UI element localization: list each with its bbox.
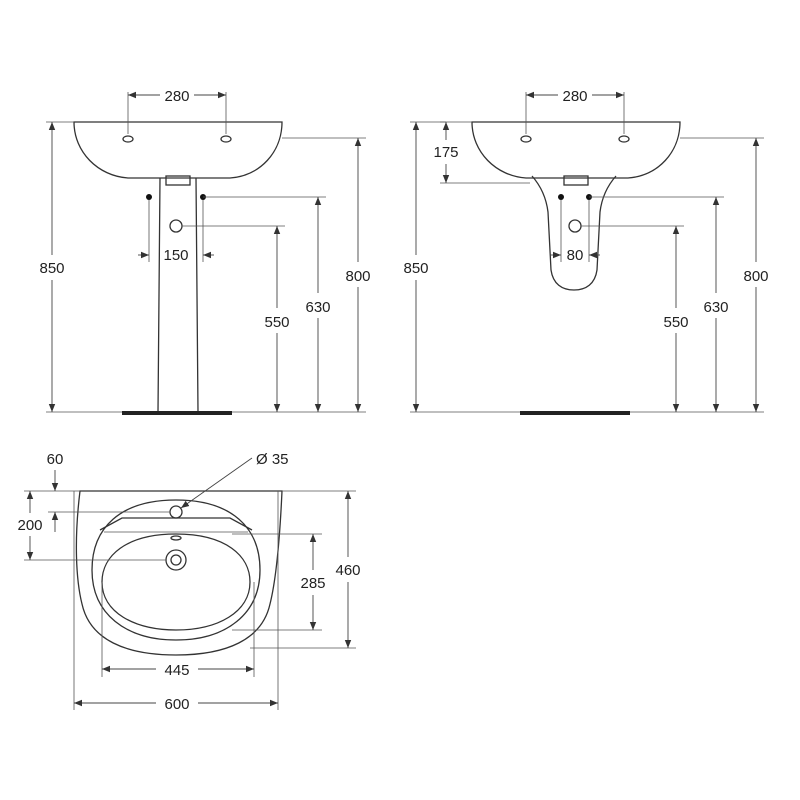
side-tap-hole-right bbox=[618, 135, 630, 143]
plan-inner-rim bbox=[91, 499, 261, 641]
side-basin-outline bbox=[471, 121, 681, 179]
front-view: 280 850 800 630 550 150 bbox=[39, 88, 371, 415]
front-tap-hole-right bbox=[220, 135, 232, 143]
side-supply-point-left bbox=[558, 194, 564, 200]
plan-view: Ø 35 60 200 285 460 445 6 bbox=[17, 451, 360, 713]
plan-waste-outer bbox=[165, 549, 187, 571]
side-supply-spacing-label: 80 bbox=[567, 247, 584, 264]
front-total-height-label: 850 bbox=[39, 260, 64, 277]
plan-waste-inner bbox=[170, 554, 182, 566]
side-supply-height-label: 550 bbox=[663, 314, 688, 331]
plan-overflow bbox=[170, 535, 182, 541]
side-tap-spacing-label: 280 bbox=[562, 88, 587, 105]
plan-overall-depth-label: 460 bbox=[335, 562, 360, 579]
side-waste-height-label: 630 bbox=[703, 299, 728, 316]
plan-bowl-depth-label: 285 bbox=[300, 575, 325, 592]
plan-tap-hole-diameter-label: Ø 35 bbox=[256, 451, 289, 468]
front-supply-height-label: 550 bbox=[264, 314, 289, 331]
plan-bowl bbox=[101, 533, 251, 631]
front-waste-outlet bbox=[169, 219, 183, 233]
side-view: 280 175 850 800 630 550 80 bbox=[403, 88, 769, 415]
side-rim-height-label: 800 bbox=[743, 268, 768, 285]
plan-waste-offset-label: 200 bbox=[17, 517, 42, 534]
plan-basin-outline bbox=[75, 490, 283, 656]
plan-tap-hole bbox=[169, 505, 183, 519]
side-total-height-label: 850 bbox=[403, 260, 428, 277]
front-waste-block bbox=[165, 175, 191, 186]
front-basin-outline bbox=[73, 121, 283, 179]
side-floor bbox=[520, 411, 630, 415]
front-pedestal bbox=[157, 177, 199, 413]
side-basin-depth-label: 175 bbox=[433, 144, 458, 161]
front-supply-spacing-label: 150 bbox=[163, 247, 188, 264]
plan-diameter-leader bbox=[180, 457, 253, 509]
plan-tap-hole-offset-label: 60 bbox=[47, 451, 64, 468]
front-tap-spacing-label: 280 bbox=[164, 88, 189, 105]
front-floor bbox=[122, 411, 232, 415]
plan-tap-deck bbox=[99, 517, 253, 531]
front-tap-hole-left bbox=[122, 135, 134, 143]
side-waste-outlet bbox=[568, 219, 582, 233]
plan-bowl-width-label: 445 bbox=[164, 662, 189, 679]
front-supply-point-left bbox=[146, 194, 152, 200]
side-tap-hole-left bbox=[520, 135, 532, 143]
front-waste-height-label: 630 bbox=[305, 299, 330, 316]
side-semi-pedestal bbox=[531, 175, 617, 291]
front-rim-height-label: 800 bbox=[345, 268, 370, 285]
plan-overall-width-label: 600 bbox=[164, 696, 189, 713]
side-waste-block bbox=[563, 175, 589, 186]
